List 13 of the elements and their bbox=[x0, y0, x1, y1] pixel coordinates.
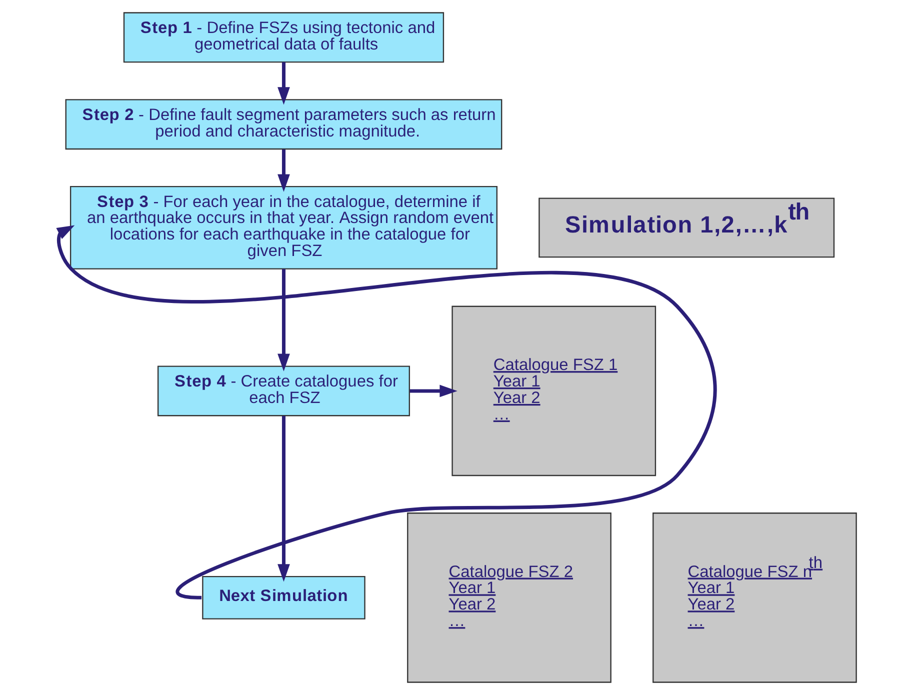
arrow bbox=[56, 225, 716, 600]
node-box: Step 4 - Create catalogues for each FSZ bbox=[156, 366, 410, 416]
arrow bbox=[277, 416, 290, 582]
arrow bbox=[277, 62, 290, 105]
node-box: Step 3 - For each year in the catalogue, determine if an earthquake occurs in that year. Assign random event locations for each earthquake in the catalogue for given FSZ bbox=[69, 186, 497, 270]
arrow bbox=[409, 384, 457, 398]
node-box: Catalogue FSZ 1 Year 1 Year 2 … bbox=[451, 306, 656, 476]
node-box: Step 1 - Define FSZs using tectonic and geometrical data of faults bbox=[122, 12, 444, 63]
arrow bbox=[277, 269, 290, 372]
node-box: Step 2 - Define fault segment parameters such as return period and characteristic magnitude. bbox=[64, 99, 502, 150]
node-box: Catalogue FSZ 2 Year 1 Year 2 … bbox=[406, 512, 611, 683]
arrow bbox=[277, 149, 290, 192]
node-box: Next Simulation bbox=[202, 576, 365, 620]
